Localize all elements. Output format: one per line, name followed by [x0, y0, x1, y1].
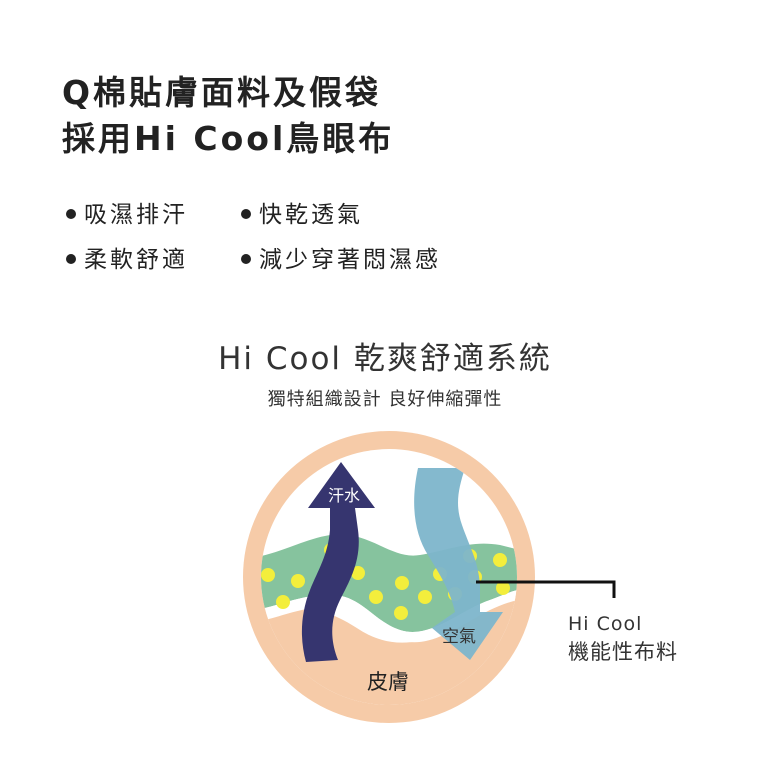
- sweat-arrow: [301, 462, 375, 662]
- headline-line-1: Q棉貼膚面料及假袋: [62, 73, 382, 112]
- callout-line-2: 機能性布料: [568, 640, 678, 664]
- feature-item: 減少穿著悶濕感: [241, 240, 441, 274]
- feature-item: 吸濕排汗: [66, 195, 188, 229]
- system-subtitle: 獨特組織設計 良好伸縮彈性: [267, 389, 503, 410]
- system-title: Hi Cool 乾爽舒適系統: [218, 341, 552, 377]
- sweat-label: 汗水: [328, 486, 361, 505]
- bullet-icon: [241, 253, 251, 264]
- feature-label: 吸濕排汗: [84, 202, 188, 228]
- feature-label: 柔軟舒適: [84, 247, 188, 273]
- callout-line: [476, 580, 616, 598]
- bullet-icon: [66, 208, 76, 219]
- callout-line-1: Hi Cool: [568, 613, 643, 635]
- headline: Q棉貼膚面料及假袋 採用Hi Cool鳥眼布: [62, 70, 394, 162]
- feature-item: 快乾透氣: [241, 195, 363, 229]
- fabric-callout: Hi Cool 機能性布料: [568, 610, 678, 666]
- feature-label: 快乾透氣: [259, 202, 363, 228]
- skin-label: 皮膚: [367, 670, 409, 694]
- air-arrow: [414, 468, 503, 660]
- bullet-icon: [66, 253, 76, 264]
- feature-label: 減少穿著悶濕感: [259, 247, 441, 273]
- feature-item: 柔軟舒適: [66, 240, 188, 274]
- air-label: 空氣: [442, 627, 476, 647]
- headline-line-2: 採用Hi Cool鳥眼布: [62, 119, 395, 158]
- bullet-icon: [241, 208, 251, 219]
